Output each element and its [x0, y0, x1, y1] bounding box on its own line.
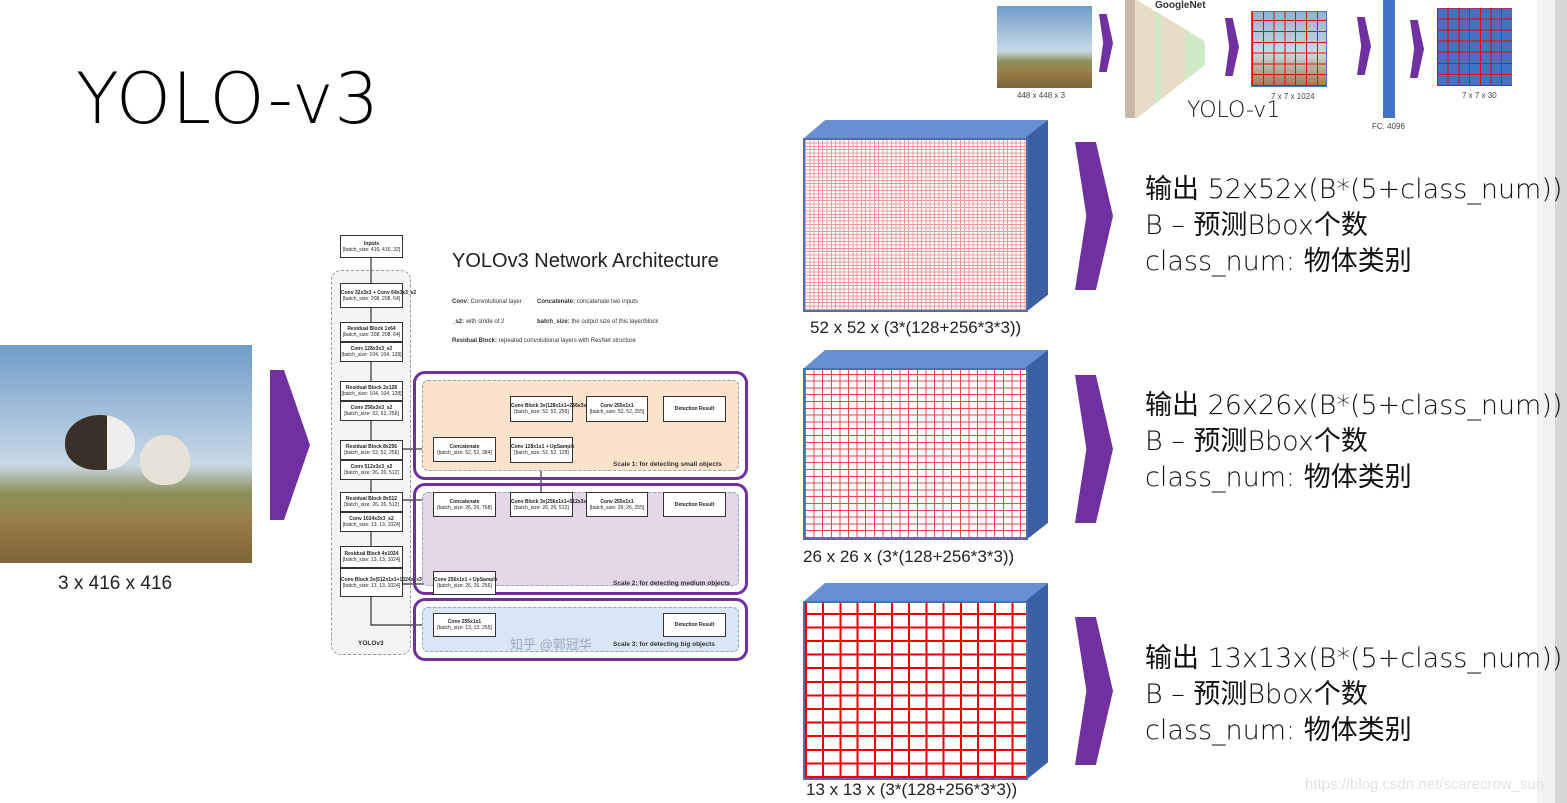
slide-title: YOLO-v3: [76, 58, 380, 140]
arrow-icon: [1357, 17, 1371, 75]
backbone-res-8x512: Residual Block 8x512[batch_size: 26, 26,…: [340, 492, 403, 512]
scale3-label: Scale 3: for detecting big objects: [613, 641, 715, 648]
right-edge-bar: [1537, 0, 1555, 803]
arrow-icon: [1410, 20, 1424, 78]
yolov1-input-caption: 448 x 448 x 3: [1017, 91, 1066, 100]
scale1-conv-out: Conv 255x1x1[batch_size: 52, 52, 255]: [586, 396, 648, 422]
scale1-label: Scale 1: for detecting small objects: [613, 461, 722, 468]
yolov1-feature-caption: 7 x 7 x 1024: [1271, 92, 1315, 101]
cube13-side: [1026, 583, 1048, 780]
input-caption: 3 x 416 x 416: [58, 573, 173, 594]
fc-layer: [1383, 0, 1395, 118]
arrow-icon: [1075, 617, 1113, 765]
yolov1-output-grid: [1437, 8, 1512, 86]
yolov1-output-caption: 7 x 7 x 30: [1462, 91, 1497, 100]
albatross-left: [65, 415, 135, 470]
output-line: B – 预测Bbox个数: [1145, 426, 1368, 457]
backbone-res-2x128: Residual Block 2x128[batch_size: 104, 10…: [340, 381, 403, 401]
backbone-conv-512: Conv 512x3x3_s2[batch_size: 26, 26, 512]: [340, 460, 403, 480]
cube52-top: [803, 120, 1048, 139]
yolov1-panel: 448 x 448 x 3 GoogleNet 7 x 7 x 1024 YOL…: [995, 0, 1535, 135]
cube26-side: [1026, 350, 1048, 540]
arrow-icon: [1099, 14, 1113, 72]
backbone-conv-stem: Conv 32x3x3 + Conv 64x3x3_s2[batch_size:…: [340, 283, 416, 308]
scale2-conv-out: Conv 255x1x1[batch_size: 26, 26, 255]: [586, 492, 648, 517]
cube13-top: [803, 583, 1048, 602]
architecture-diagram: YOLOv3 Network Architecture Conv: Convol…: [0, 0, 760, 680]
legend-s2: _s2: with stride of 2: [452, 319, 505, 325]
output-line: class_num: 物体类别: [1145, 715, 1412, 746]
output-line: class_num: 物体类别: [1145, 462, 1412, 493]
zhihu-watermark: 知乎 @郭冠华: [510, 637, 592, 652]
fc-caption: FC: 4096: [1372, 122, 1405, 131]
backbone-res-4x1024: Residual Block 4x1024[batch_size: 13, 13…: [340, 546, 403, 568]
legend-conv: Conv: Convolutional layer: [452, 299, 522, 305]
scale2-label: Scale 2: for detecting medium objects: [613, 580, 731, 587]
scale1-panel: [413, 371, 748, 480]
backbone-conv-128: Conv 128x3x3_s2[batch_size: 104, 104, 12…: [340, 342, 403, 362]
csdn-watermark: https://blog.csdn.net/scarecrow_sun: [1305, 776, 1545, 793]
output-line: 输出 26x26x(B*(5+class_num)): [1145, 390, 1563, 421]
output-line: class_num: 物体类别: [1145, 246, 1412, 277]
googlenet-label: GoogleNet: [1153, 0, 1208, 11]
scale1-conv-block: Conv Block 3x(128x1x1+256x3x3)[batch_siz…: [510, 396, 591, 422]
grid-13x13: [803, 601, 1028, 780]
legend-batch-size: batch_size: the output size of this laye…: [537, 319, 659, 325]
output-desc-26: 输出 26x26x(B*(5+class_num)) B – 预测Bbox个数 …: [1145, 388, 1562, 496]
arrow-icon: [1075, 142, 1113, 290]
cube13-caption: 13 x 13 x (3*(128+256*3*3)): [806, 780, 1018, 799]
scale1-concatenate: Concatenate[batch_size: 52, 52, 384]: [433, 437, 496, 462]
backbone-label: YOLOv3: [358, 640, 384, 647]
cube52-side: [1026, 120, 1048, 312]
grid-26x26: [803, 368, 1028, 540]
output-line: B – 预测Bbox个数: [1145, 210, 1368, 241]
input-image: [0, 345, 252, 563]
scale1-upsample: Conv 128x1x1 + UpSample[batch_size: 52, …: [510, 437, 575, 463]
yolov1-input-image: [997, 6, 1092, 88]
scale3-detection-result: Detection Result: [663, 613, 726, 637]
scrollbar[interactable]: [1555, 0, 1567, 803]
scale3-conv-out: Conv 255x1x1[batch_size: 13, 13, 255]: [433, 613, 496, 637]
output-line: 输出 52x52x(B*(5+class_num)): [1145, 174, 1563, 205]
cube52-caption: 52 x 52 x (3*(128+256*3*3)): [810, 318, 1022, 337]
cube26-top: [803, 350, 1048, 369]
legend-concatenate: Concatenate: concatenate two inputs: [537, 299, 639, 305]
arrow-icon: [1225, 18, 1239, 76]
backbone-res-1x64: Residual Block 1x64[batch_size: 208, 208…: [340, 322, 403, 342]
yolov1-label: YOLO-v1: [1187, 98, 1281, 123]
scale1-detection-result: Detection Result: [663, 396, 726, 422]
inputs-box: Inputs[batch_size: 416, 416, 32]: [340, 235, 403, 258]
yolov1-feature-map: [1251, 11, 1327, 87]
output-desc-13: 输出 13x13x(B*(5+class_num)) B – 预测Bbox个数 …: [1145, 641, 1562, 749]
backbone-conv-256: Conv 256x3x3_s2[batch_size: 52, 52, 256]: [340, 401, 403, 421]
scale2-detection-result: Detection Result: [663, 492, 726, 517]
backbone-res-8x256: Residual Block 8x256[batch_size: 52, 52,…: [340, 440, 403, 460]
scale2-upsample: Conv 256x1x1 + UpSample[batch_size: 26, …: [433, 571, 498, 595]
output-desc-52: 输出 52x52x(B*(5+class_num)) B – 预测Bbox个数 …: [1145, 172, 1562, 280]
scale2-concatenate: Concatenate[batch_size: 26, 26, 768]: [433, 492, 496, 517]
cube26-caption: 26 x 26 x (3*(128+256*3*3)): [803, 547, 1015, 566]
albatross-right: [140, 435, 190, 485]
scale2-conv-block: Conv Block 3x(256x1x1+512x3x3)[batch_siz…: [510, 492, 591, 517]
legend-residual: Residual Block: repeated convolutional l…: [452, 338, 636, 344]
output-line: 输出 13x13x(B*(5+class_num)): [1145, 643, 1563, 674]
grid-52x52: [803, 138, 1028, 312]
arrow-icon: [1075, 375, 1113, 523]
backbone-conv-block: Conv Block 3x(512x1x1+1024x3x3)[batch_si…: [340, 568, 423, 597]
architecture-title: YOLOv3 Network Architecture: [452, 250, 719, 272]
backbone-conv-1024: Conv 1024x3x3_s2[batch_size: 13, 13, 102…: [340, 512, 403, 532]
output-line: B – 预测Bbox个数: [1145, 679, 1368, 710]
